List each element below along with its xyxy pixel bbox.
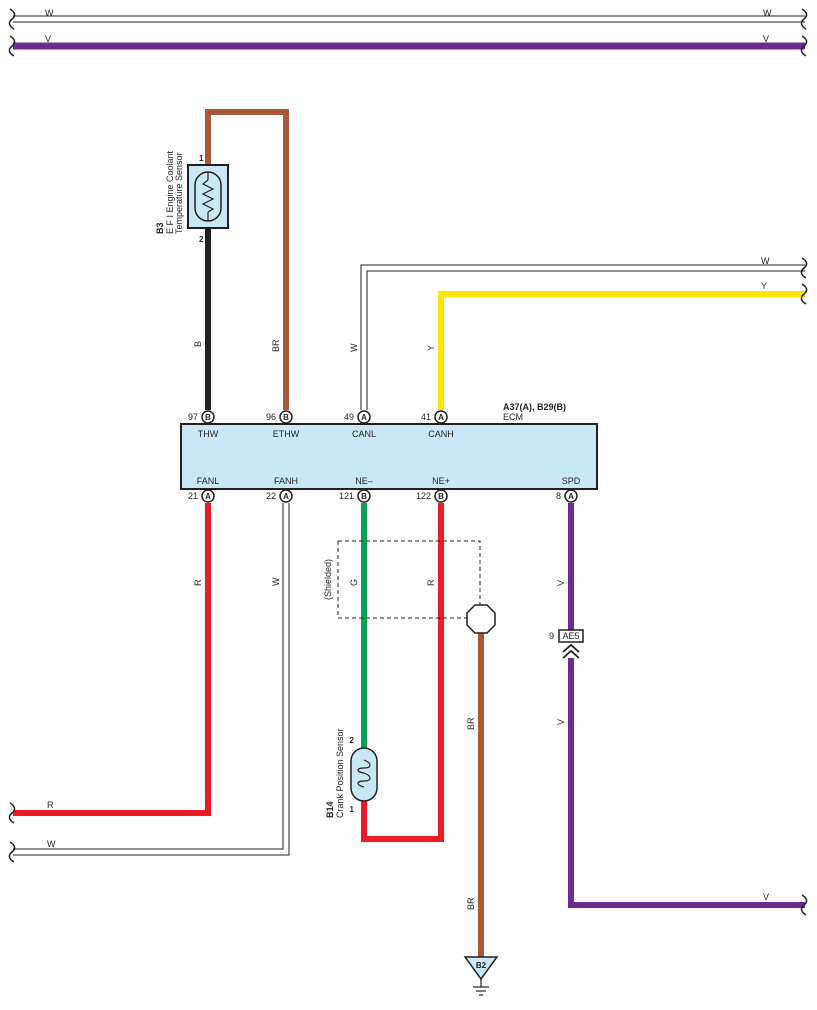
top-v-wire-label-right: V: [763, 34, 769, 44]
br-wire-label-lower: BR: [466, 897, 476, 910]
svg-text:A: A: [438, 413, 444, 422]
ecm-connector-ref: A37(A), B29(B): [503, 402, 566, 412]
b14-ref: B14: [325, 801, 335, 818]
left-r-wire-label: R: [47, 800, 54, 810]
ground-ref: B2: [476, 961, 487, 970]
svg-text:21: 21: [188, 491, 198, 501]
b3-br-wire: [205, 109, 289, 410]
shield-box: [337, 540, 481, 619]
svg-text:B: B: [438, 492, 444, 501]
spd-v-wire-lower: [568, 658, 805, 908]
canh-y-wire-label: Y: [426, 345, 436, 351]
ecm-name: ECM: [503, 412, 523, 422]
right-v-wire-label: V: [763, 892, 769, 902]
ecm-pin-ethw: B 96 ETHW: [266, 410, 300, 439]
b3-b-wire-label: B: [193, 341, 203, 347]
svg-text:A: A: [205, 492, 211, 501]
ecm-pin-fanl: FANL A 21: [188, 476, 220, 503]
svg-text:FANL: FANL: [197, 476, 220, 486]
svg-text:A: A: [283, 492, 289, 501]
b3-pin-2: 2: [199, 235, 204, 244]
spd-v-wire-label-lower: V: [556, 719, 566, 725]
b14-pin-2: 2: [350, 736, 355, 745]
br-wire-label-upper: BR: [466, 717, 476, 730]
svg-text:97: 97: [188, 412, 198, 422]
b3-coolant-temp-sensor: [187, 164, 229, 229]
top-w-wire-label-left: W: [45, 8, 54, 18]
b14-pin-1: 1: [350, 805, 355, 814]
svg-text:121: 121: [339, 491, 354, 501]
b3-pin-1: 1: [199, 154, 204, 163]
shield-drain-octagon: [466, 604, 496, 634]
ground-b2: [463, 956, 499, 996]
svg-text:8: 8: [556, 491, 561, 501]
svg-text:FANH: FANH: [274, 476, 298, 486]
b3-name-line2: Temperature Sensor: [174, 152, 184, 234]
top-w-wire-label-right: W: [763, 8, 772, 18]
svg-text:ETHW: ETHW: [273, 429, 300, 439]
ecm-box: [180, 423, 598, 490]
svg-text:122: 122: [416, 491, 431, 501]
svg-text:49: 49: [344, 412, 354, 422]
spd-v-wire-label-upper: V: [556, 580, 566, 586]
ecm-pin-canh: A 41 CANH: [421, 410, 454, 439]
fanh-w-wire-label: W: [271, 577, 281, 586]
svg-text:41: 41: [421, 412, 431, 422]
coil-icon: [357, 759, 371, 788]
svg-text:THW: THW: [198, 429, 219, 439]
canh-y-wire: [438, 283, 808, 410]
svg-text:96: 96: [266, 412, 276, 422]
ecm-pin-spd: SPD A 8: [556, 476, 581, 503]
svg-text:A: A: [361, 413, 367, 422]
junction-pin: 9: [549, 631, 554, 641]
canl-w-wire-label: W: [349, 343, 359, 352]
b14-name: Crank Position Sensor: [335, 728, 345, 818]
top-v-wire-label-left: V: [45, 34, 51, 44]
b3-name-line1: E F I Engine Coolant: [165, 150, 175, 234]
right-v-wire-break: [800, 894, 808, 916]
junction-ae5: [558, 629, 584, 659]
svg-text:A: A: [568, 492, 574, 501]
ecm-pin-ne-plus: NE+ B 122: [416, 476, 450, 503]
fanh-w-wire: [8, 503, 290, 863]
svg-text:SPD: SPD: [562, 476, 581, 486]
canl-w-wire: [360, 257, 808, 410]
junction-ref: AE5: [562, 631, 579, 641]
svg-text:B: B: [361, 492, 367, 501]
ne-plus-r-wire-label: R: [426, 579, 436, 586]
ne-minus-g-wire-label: G: [349, 579, 359, 586]
svg-text:NE–: NE–: [355, 476, 373, 486]
b14-crank-position-sensor: [350, 747, 378, 802]
svg-text:CANH: CANH: [428, 429, 454, 439]
shield-label: (Shielded): [323, 559, 333, 600]
fanl-r-wire-label: R: [193, 579, 203, 586]
top-v-bus-wire: [8, 35, 808, 57]
b3-ref: B3: [155, 222, 165, 234]
top-w-bus-wire: [8, 8, 808, 30]
ne-plus-r-wire: [361, 503, 444, 842]
right-y-wire-label: Y: [761, 281, 767, 291]
svg-text:NE+: NE+: [432, 476, 450, 486]
ecm-pin-ne-minus: NE– B 121: [339, 476, 373, 503]
svg-text:CANL: CANL: [352, 429, 376, 439]
svg-text:22: 22: [266, 491, 276, 501]
fanl-r-wire: [8, 503, 211, 824]
right-w-wire-label: W: [761, 256, 770, 266]
thermistor-icon: [201, 179, 215, 213]
svg-text:B: B: [205, 413, 211, 422]
left-w-wire-label: W: [47, 839, 56, 849]
b3-br-wire-label: BR: [271, 339, 281, 352]
ecm-pin-thw: B 97 THW: [188, 410, 219, 439]
svg-text:B: B: [283, 413, 289, 422]
ecm-pin-canl: A 49 CANL: [344, 410, 376, 439]
junction-chevron-icon: [562, 643, 580, 659]
ecm-pin-fanh: FANH A 22: [266, 476, 298, 503]
